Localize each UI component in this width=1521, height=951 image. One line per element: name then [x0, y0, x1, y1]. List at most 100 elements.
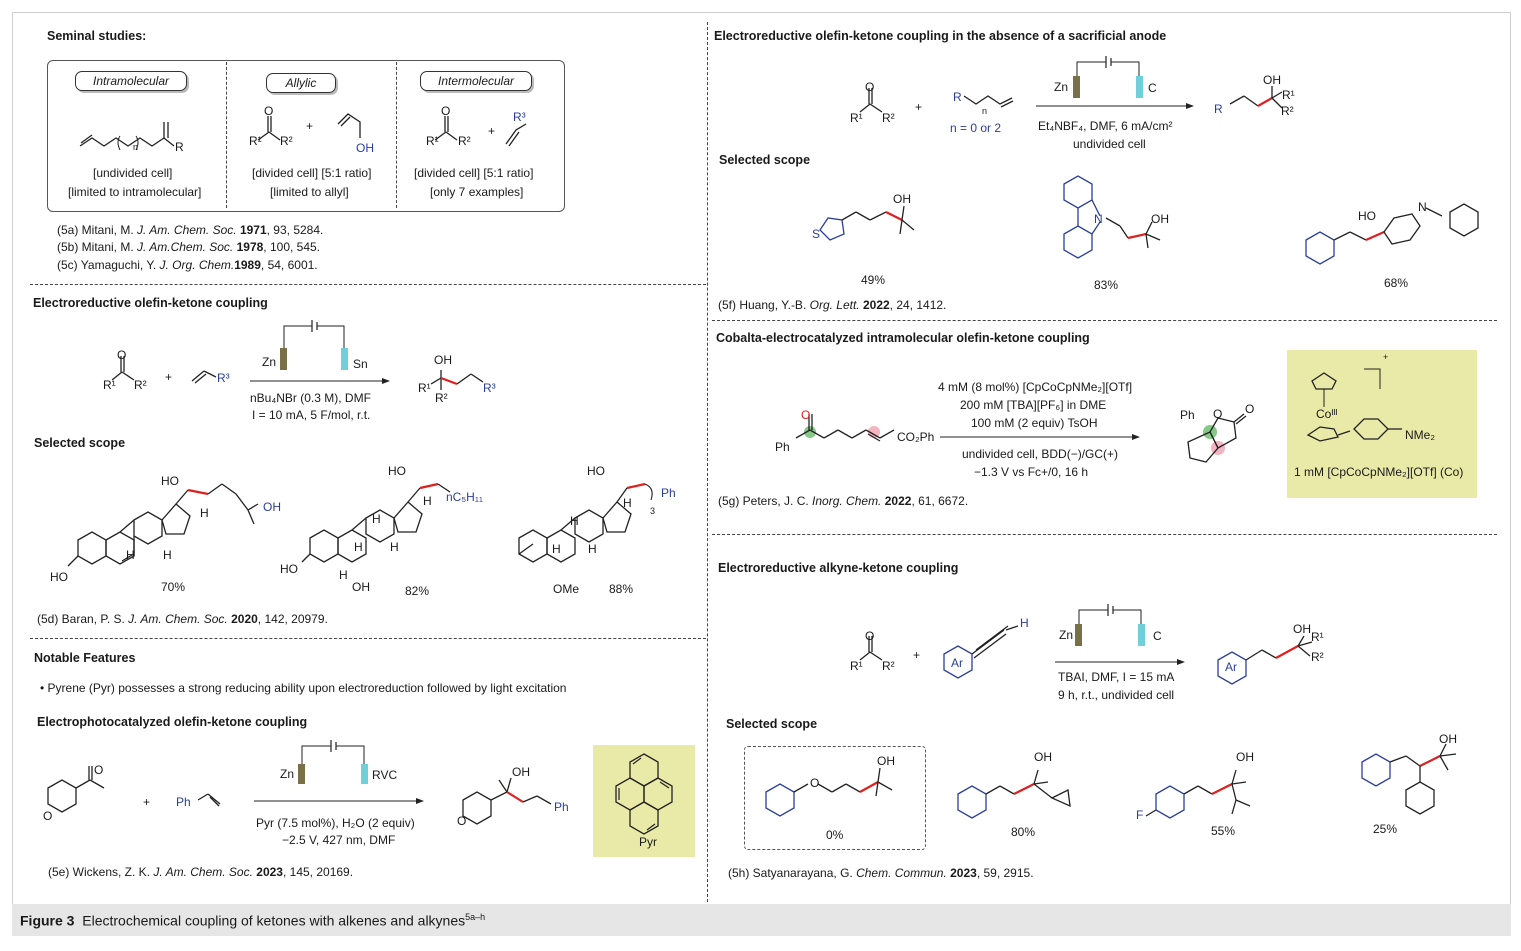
ref-5d: (5d) Baran, P. S. J. Am. Chem. Soc. 2020… — [37, 612, 328, 626]
noanode-product-r: R — [1214, 102, 1223, 116]
divider-left-1 — [30, 284, 706, 285]
alkyne-cond1: TBAI, DMF, I = 15 mA — [1058, 670, 1175, 684]
noanode-r: R — [953, 90, 962, 104]
electrophoto-title: Electrophotocatalyzed olefin-ketone coup… — [37, 715, 308, 729]
electrophoto-arrow — [254, 798, 424, 804]
alkyne-r1: R¹ — [850, 659, 863, 673]
alkyne-c: C — [1153, 629, 1162, 643]
phenoxy-o: O — [810, 776, 820, 790]
steroid-3-ome: OMe — [553, 582, 580, 596]
cobalt-cond3: 100 mM (2 equiv) TsOH — [971, 416, 1098, 430]
steroid-2-oh: OH — [352, 580, 370, 594]
intramolecular-structure — [79, 122, 175, 151]
cobalt-arrow — [940, 434, 1140, 440]
cobalt-product — [1187, 413, 1247, 463]
electrophoto-cell — [298, 740, 368, 784]
cobalt-nme2: NMe₂ — [1405, 428, 1435, 442]
inter-plus: + — [488, 124, 496, 138]
cobalt-title: Cobalta-electrocatalyzed intramolecular … — [716, 331, 1090, 345]
alkyne-o: O — [865, 629, 875, 643]
allylic-o: O — [264, 104, 274, 118]
olefin-product-r1: R¹ — [418, 381, 431, 395]
electrophoto-product — [462, 777, 552, 825]
ref-5b: (5b) Mitani, M. J. Am.Chem. Soc. 1978, 1… — [57, 240, 321, 254]
yield-fluoro: 55% — [1211, 824, 1236, 838]
thiophene-product — [819, 205, 915, 241]
divider-right-2 — [712, 534, 1497, 535]
alkyne-arrow — [1055, 659, 1185, 665]
steroid-3-ph: Ph — [661, 486, 676, 500]
cobalt-cond2: 200 mM [TBA][PF₆] in DME — [960, 398, 1107, 412]
carbazole-product — [1063, 175, 1161, 259]
noanode-product — [1229, 86, 1283, 109]
caption-text: Electrochemical coupling of ketones with… — [82, 912, 466, 929]
yield-piperidine: 68% — [1384, 276, 1409, 290]
fluoro-oh: OH — [1236, 750, 1254, 764]
steroid-3-ho-top: HO — [587, 464, 605, 478]
steroid-2-chain: nC₅H₁₁ — [446, 490, 483, 504]
steroid-1-h3: H — [163, 548, 172, 562]
carbazole-oh: OH — [1151, 212, 1169, 226]
yield-carbazole: 83% — [1094, 278, 1119, 292]
allylic-r1: R¹ — [249, 134, 262, 148]
olefin-o: O — [117, 348, 127, 362]
zero-yield-box — [744, 746, 926, 850]
intermolecular-structure — [434, 116, 527, 147]
steroid-2-ho-bottom: HO — [280, 562, 298, 576]
olefin-product-r3: R³ — [483, 381, 496, 395]
noanode-ketone — [859, 88, 883, 113]
inter-o: O — [441, 104, 451, 118]
steroid-1-h1: H — [200, 506, 209, 520]
electrophoto-plus: + — [143, 795, 151, 809]
yield-steroid-3: 88% — [609, 582, 634, 596]
fluoro-product — [1145, 769, 1251, 819]
yield-steroid-2: 82% — [405, 584, 430, 598]
alkyne-cond2: 9 h, r.t., undivided cell — [1058, 688, 1175, 702]
phenoxy-product — [765, 767, 893, 817]
noanode-n-note: n = 0 or 2 — [950, 121, 1002, 135]
cyclopropyl-oh: OH — [1034, 750, 1052, 764]
olefin-plus: + — [165, 370, 173, 384]
olefin-r2: R² — [134, 378, 147, 392]
allylic-cond2: [limited to allyl] — [270, 185, 349, 199]
olefin-sn: Sn — [353, 357, 368, 371]
diphenyl-oh: OH — [1439, 732, 1457, 746]
steroid-2-ho-top: HO — [388, 464, 406, 478]
alkyne-title: Electroreductive alkyne-ketone coupling — [718, 561, 959, 575]
cobalt-cond5: −1.3 V vs Fc+/0, 16 h — [974, 465, 1089, 479]
cobalt-co: Coᴵᴵᴵ — [1316, 407, 1338, 421]
thiophene-oh: OH — [893, 192, 911, 206]
steroid-1-oh: OH — [263, 500, 281, 514]
noanode-zn: Zn — [1054, 80, 1069, 94]
intra-R: R — [175, 140, 184, 154]
diphenyl-product — [1361, 743, 1457, 815]
electrophoto-zn: Zn — [280, 767, 295, 781]
cobaltocenium-structure — [1306, 368, 1402, 442]
steroid-3-h1: H — [623, 496, 632, 510]
column-divider — [707, 22, 708, 902]
steroid-2-h3: H — [354, 540, 363, 554]
yield-thiophene: 49% — [861, 273, 886, 287]
styrene-alkene — [197, 793, 221, 807]
steroid-1 — [67, 483, 259, 567]
alkyne-product-r2: R² — [1311, 650, 1324, 664]
seminal-divider-2 — [396, 62, 397, 208]
allylic-structure — [257, 113, 361, 141]
cobalt-product-o2: O — [1245, 402, 1255, 416]
pyrene-structure — [615, 753, 673, 835]
phenoxy-oh: OH — [877, 754, 895, 768]
steroid-2 — [301, 482, 451, 563]
cobalt-catalyst-box — [1287, 350, 1477, 498]
olefin-cell — [280, 320, 348, 370]
noanode-title: Electroreductive olefin-ketone coupling … — [714, 29, 1167, 43]
olefin-alkene — [191, 370, 217, 384]
noanode-cell — [1073, 56, 1143, 98]
electrophoto-rvc: RVC — [372, 768, 398, 782]
olefin-cond2: I = 10 mA, 5 F/mol, r.t. — [252, 408, 371, 422]
caption-label: Figure 3 — [20, 912, 75, 929]
electrophoto-ph: Ph — [176, 795, 191, 809]
aryl-alkyne-ar: Ar — [951, 656, 963, 670]
alkyne-r2: R² — [882, 659, 895, 673]
allylic-oh: OH — [356, 141, 374, 155]
olefin-ketone-reactant — [111, 356, 135, 381]
